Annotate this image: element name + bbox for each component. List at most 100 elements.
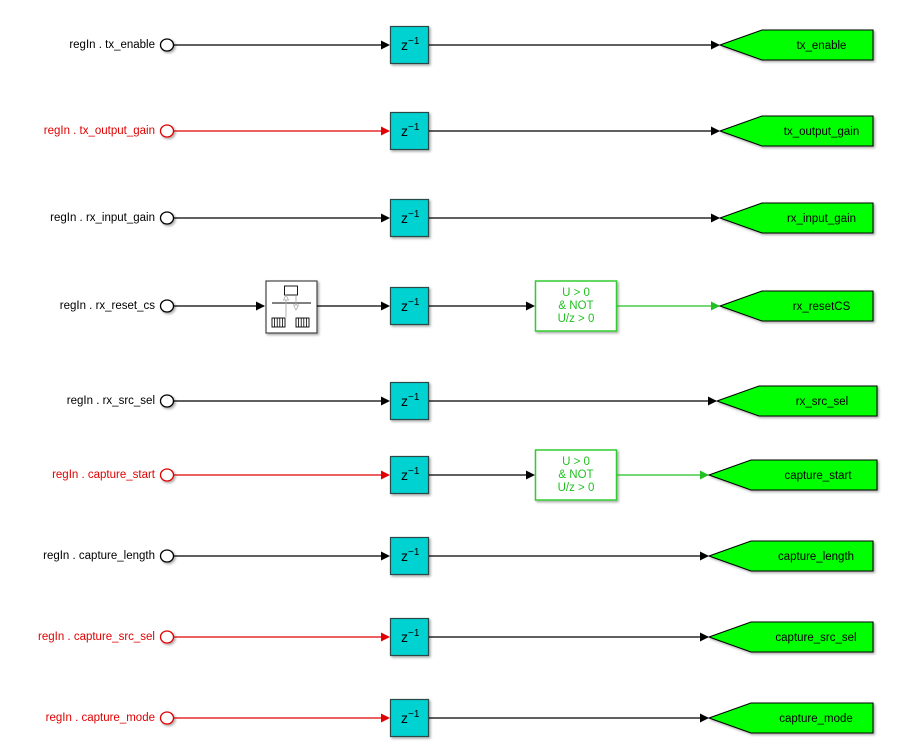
unit-delay-exponent: −1 (408, 709, 420, 720)
unit-delay-frame[interactable] (389, 381, 430, 421)
inport-label: regIn . rx_src_sel (67, 395, 155, 407)
buffer-icon (295, 317, 310, 328)
unit-delay-block[interactable]: z−1 (389, 198, 430, 238)
arrowhead-icon (526, 470, 535, 480)
goto-tag[interactable]: rx_input_gain (718, 202, 874, 234)
inport-port[interactable] (159, 211, 175, 225)
inport-label: regIn . tx_enable (69, 39, 155, 51)
unit-delay-base: z (401, 123, 408, 139)
unit-delay-base: z (401, 548, 408, 564)
unit-delay-frame[interactable] (389, 536, 430, 576)
unit-delay-block[interactable]: z−1 (389, 617, 430, 657)
goto-tag[interactable]: capture_src_sel (707, 621, 874, 653)
unit-delay-frame[interactable] (389, 25, 430, 65)
arrowhead-icon (708, 396, 717, 406)
goto-tag-frame[interactable] (707, 702, 874, 734)
edge-detect-text: U/z > 0 (558, 482, 595, 494)
inport-label: regIn . capture_src_sel (38, 631, 155, 643)
signal-row: regIn . rx_input_gain z−1 rx_input_gain (50, 198, 874, 238)
unit-delay-block[interactable]: z−1 (389, 536, 430, 576)
down-arrow-head-icon (292, 304, 300, 311)
unit-delay-label: z−1 (401, 392, 420, 409)
inport-label: regIn . rx_input_gain (50, 212, 155, 224)
unit-delay-base: z (401, 298, 408, 314)
inport-port[interactable] (159, 711, 175, 725)
inport-port[interactable] (159, 468, 175, 482)
arrowhead-icon (381, 396, 390, 406)
inport-label: regIn . capture_length (43, 550, 155, 562)
inport-label: regIn . capture_start (52, 469, 156, 481)
inport-port[interactable] (159, 299, 175, 313)
inport-port[interactable] (159, 549, 175, 563)
goto-tag-frame[interactable] (707, 621, 874, 653)
edge-detect-text: U/z > 0 (558, 313, 595, 325)
unit-delay-exponent: −1 (408, 297, 420, 308)
goto-tag[interactable]: tx_output_gain (718, 115, 874, 147)
arrowhead-icon (381, 632, 390, 642)
unit-delay-label: z−1 (401, 209, 420, 226)
inport-port[interactable] (159, 124, 175, 138)
up-arrow-head-icon (282, 294, 290, 301)
unit-delay-base: z (401, 37, 408, 53)
signal-row: regIn . capture_length z−1 capture_length (43, 536, 874, 576)
edge-detect-text: U > 0 (562, 287, 590, 299)
signal-row: regIn . tx_output_gain z−1 tx_output_gain (44, 111, 874, 151)
edge-detect-text: U > 0 (562, 456, 590, 468)
unit-delay-exponent: −1 (408, 122, 420, 133)
arrowhead-icon (700, 551, 709, 561)
arrowhead-icon (711, 301, 720, 311)
goto-tag-frame[interactable] (718, 115, 874, 147)
unit-delay-frame[interactable] (389, 617, 430, 657)
goto-tag-frame[interactable] (715, 385, 878, 417)
inport-port[interactable] (159, 38, 175, 52)
arrowhead-icon (700, 632, 709, 642)
unit-delay-block[interactable]: z−1 (389, 455, 430, 495)
unit-delay-block[interactable]: z−1 (389, 111, 430, 151)
goto-tag-frame[interactable] (707, 540, 874, 572)
unit-delay-frame[interactable] (389, 111, 430, 151)
inport-port[interactable] (159, 630, 175, 644)
unit-delay-block[interactable]: z−1 (389, 25, 430, 65)
arrowhead-icon (711, 126, 720, 136)
goto-tag[interactable]: rx_resetCS (718, 290, 874, 322)
arrowhead-icon (700, 713, 709, 723)
goto-tag[interactable]: capture_mode (707, 702, 874, 734)
unit-delay-frame[interactable] (389, 455, 430, 495)
unit-delay-label: z−1 (401, 122, 420, 139)
goto-tag-label: rx_resetCS (793, 301, 851, 313)
goto-tag[interactable]: capture_start (707, 459, 878, 491)
arrowhead-icon (381, 551, 390, 561)
unit-delay-frame[interactable] (389, 198, 430, 238)
rate-transition-block[interactable] (265, 280, 318, 334)
goto-tag-frame[interactable] (718, 290, 874, 322)
unit-delay-block[interactable]: z−1 (389, 286, 430, 326)
goto-tag-label: capture_length (778, 551, 854, 563)
inport-port[interactable] (159, 394, 175, 408)
buffer-icon (271, 317, 286, 328)
goto-tag-frame[interactable] (707, 459, 878, 491)
unit-delay-exponent: −1 (408, 628, 420, 639)
arrowhead-icon (700, 470, 709, 480)
arrowhead-icon (526, 301, 535, 311)
unit-delay-base: z (401, 710, 408, 726)
signal-row: regIn . rx_src_sel z−1 rx_src_sel (67, 381, 878, 421)
unit-delay-frame[interactable] (389, 698, 430, 738)
edge-detect-frame[interactable] (534, 449, 618, 501)
unit-delay-base: z (401, 210, 408, 226)
unit-delay-label: z−1 (401, 628, 420, 645)
goto-tag-frame[interactable] (718, 202, 874, 234)
goto-tag[interactable]: capture_length (707, 540, 874, 572)
goto-tag[interactable]: rx_src_sel (715, 385, 878, 417)
unit-delay-frame[interactable] (389, 286, 430, 326)
unit-delay-block[interactable]: z−1 (389, 698, 430, 738)
goto-tag-label: capture_src_sel (775, 632, 856, 644)
inport-label: regIn . tx_output_gain (44, 125, 155, 137)
edge-detect-frame[interactable] (534, 280, 618, 332)
goto-tag-frame[interactable] (718, 29, 874, 61)
unit-delay-block[interactable]: z−1 (389, 381, 430, 421)
goto-tag[interactable]: tx_enable (718, 29, 874, 61)
inport-label: regIn . capture_mode (46, 712, 155, 724)
